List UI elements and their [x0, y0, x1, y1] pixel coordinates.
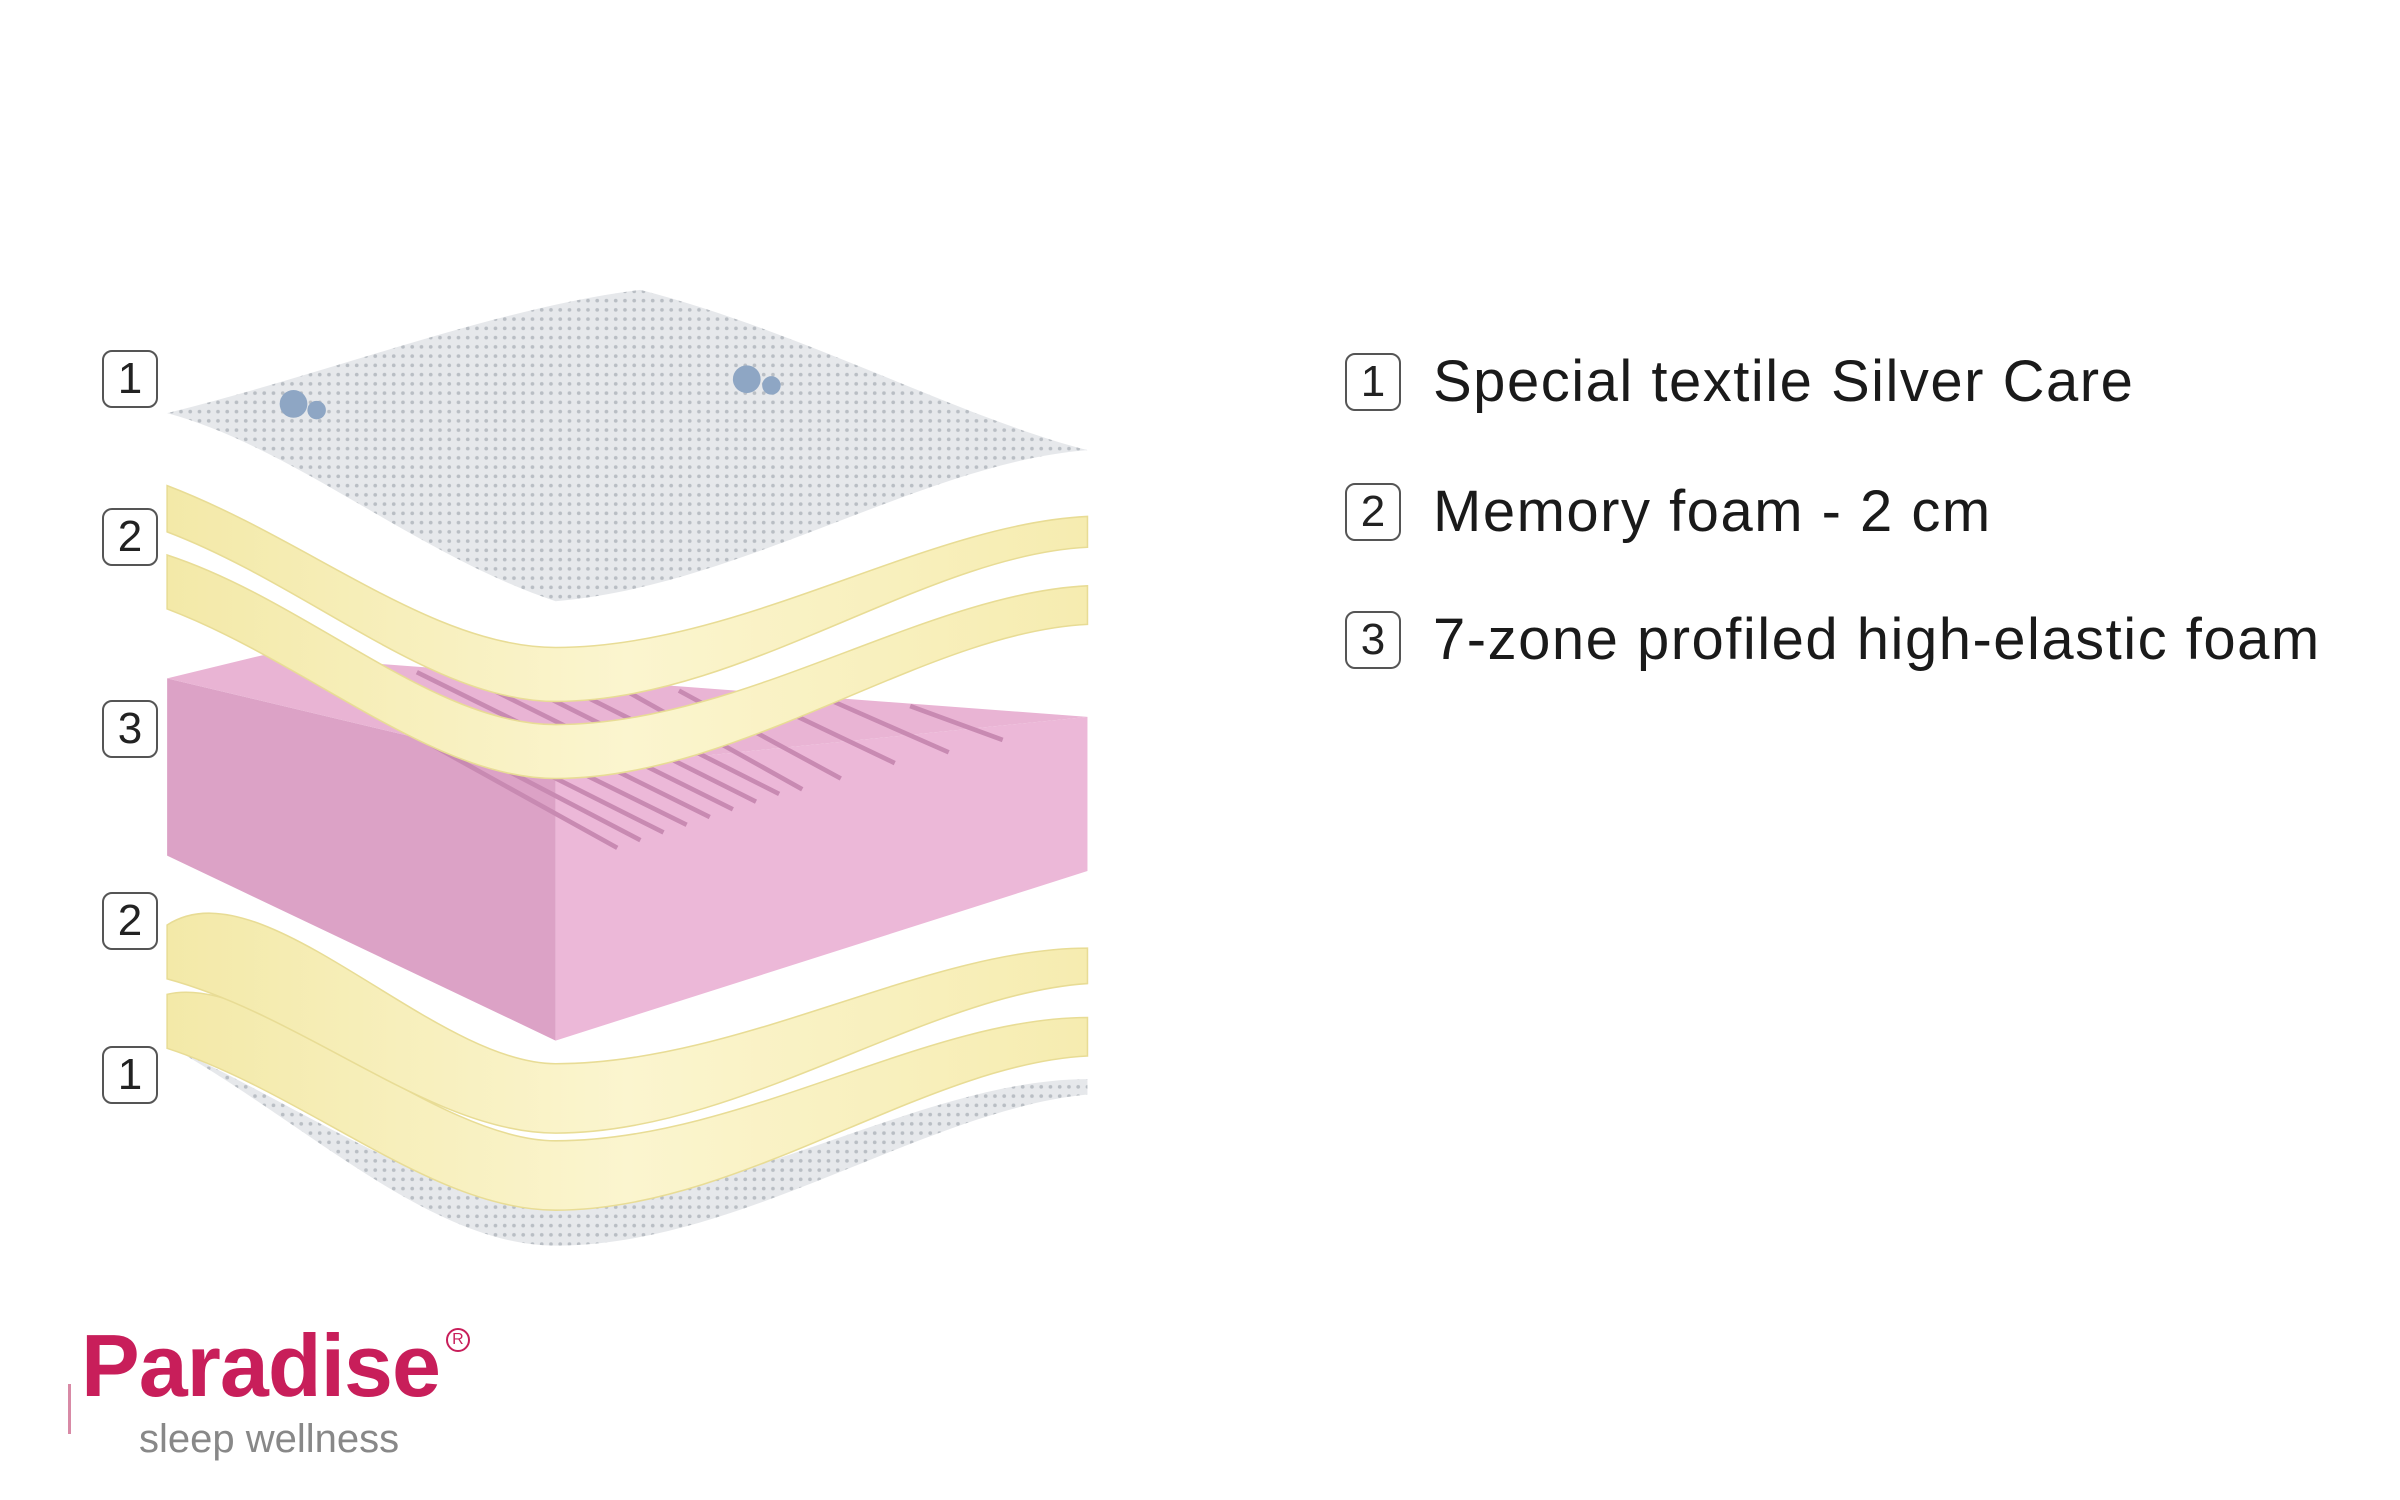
layer-label-top-textile: 1	[102, 350, 158, 408]
layer-label-bottom-memory-foam: 2	[102, 892, 158, 950]
layer-label-profiled-foam: 3	[102, 700, 158, 758]
layer-label-bottom-textile: 1	[102, 1046, 158, 1104]
legend-number: 2	[1345, 482, 1401, 541]
silver-care-logo-icon	[279, 365, 781, 420]
registered-mark: R	[445, 1328, 470, 1352]
brand-logo: Paradise R sleep wellness	[68, 1316, 470, 1462]
legend-number: 1	[1345, 352, 1401, 411]
brand-tagline: sleep wellness	[139, 1417, 400, 1462]
bottom-memory-foam-lower	[166, 991, 1089, 1211]
legend-item: 3 7-zone profiled high-elastic foam	[1345, 608, 2321, 672]
legend-text: 7-zone profiled high-elastic foam	[1433, 607, 2321, 672]
bottom-memory-foam-upper	[166, 912, 1089, 1134]
legend-item: 1 Special textile Silver Care	[1345, 350, 2134, 414]
bottom-textile-layer	[173, 1048, 1088, 1246]
top-memory-foam-upper	[166, 484, 1089, 703]
legend-text: Special textile Silver Care	[1433, 349, 2135, 414]
top-memory-foam-lower	[166, 553, 1089, 780]
brand-name: Paradise	[81, 1316, 441, 1415]
legend-item: 2 Memory foam - 2 cm	[1345, 480, 1992, 544]
logo-accent-bar	[68, 1384, 71, 1434]
legend-text: Memory foam - 2 cm	[1433, 479, 1992, 544]
top-textile-layer	[167, 289, 1088, 602]
layer-label-top-memory-foam: 2	[102, 508, 158, 566]
legend-number: 3	[1345, 610, 1401, 669]
